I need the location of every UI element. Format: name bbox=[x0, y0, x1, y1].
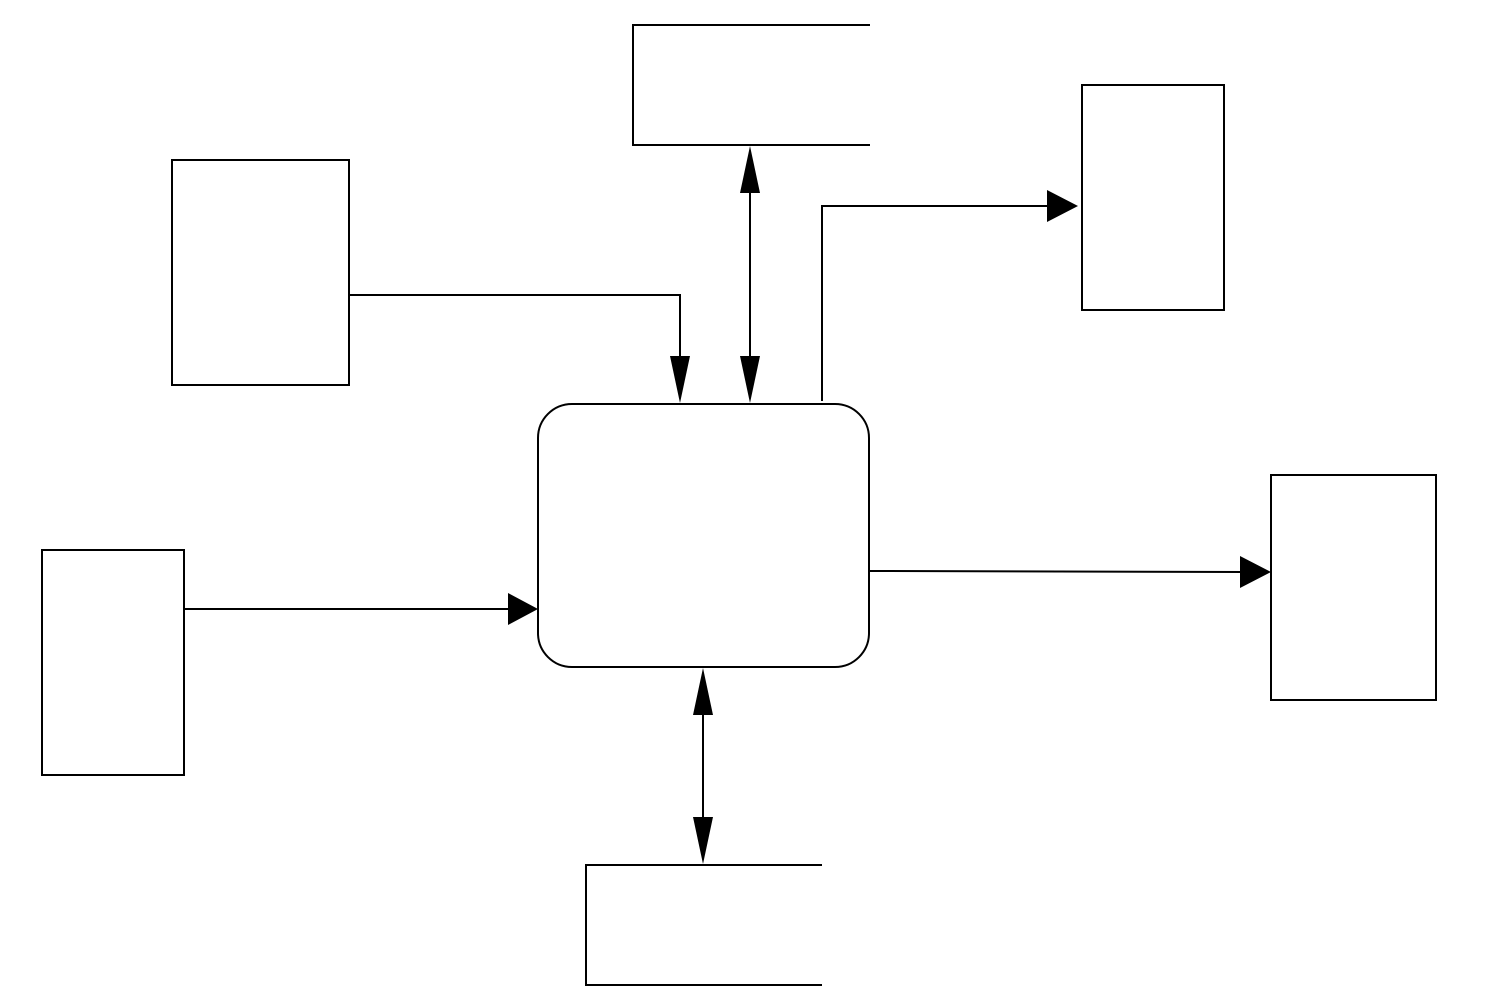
arrowhead-up-to-process bbox=[693, 668, 713, 715]
arrowhead-into-right-entity bbox=[1240, 556, 1271, 588]
flow-line-top-left-to-process bbox=[349, 294, 681, 372]
entity-left-box bbox=[41, 549, 185, 776]
data-store-bottom bbox=[585, 864, 822, 986]
arrowhead-into-process-top bbox=[670, 356, 690, 403]
arrowhead-into-top-right-entity bbox=[1047, 190, 1078, 222]
arrowhead-down-to-process bbox=[740, 356, 760, 403]
data-store-top bbox=[632, 24, 870, 146]
entity-top-right-box bbox=[1081, 84, 1225, 311]
entity-top-left-box bbox=[171, 159, 350, 386]
entity-right-box bbox=[1270, 474, 1437, 701]
arrowhead-into-process-left bbox=[508, 593, 538, 625]
arrowhead-down-to-store-bottom bbox=[693, 817, 713, 864]
flow-line-process-to-right bbox=[868, 570, 1245, 573]
arrowhead-up-to-store-top bbox=[740, 146, 760, 193]
flow-line-process-to-top-right bbox=[821, 205, 1050, 401]
process-box bbox=[537, 403, 870, 668]
